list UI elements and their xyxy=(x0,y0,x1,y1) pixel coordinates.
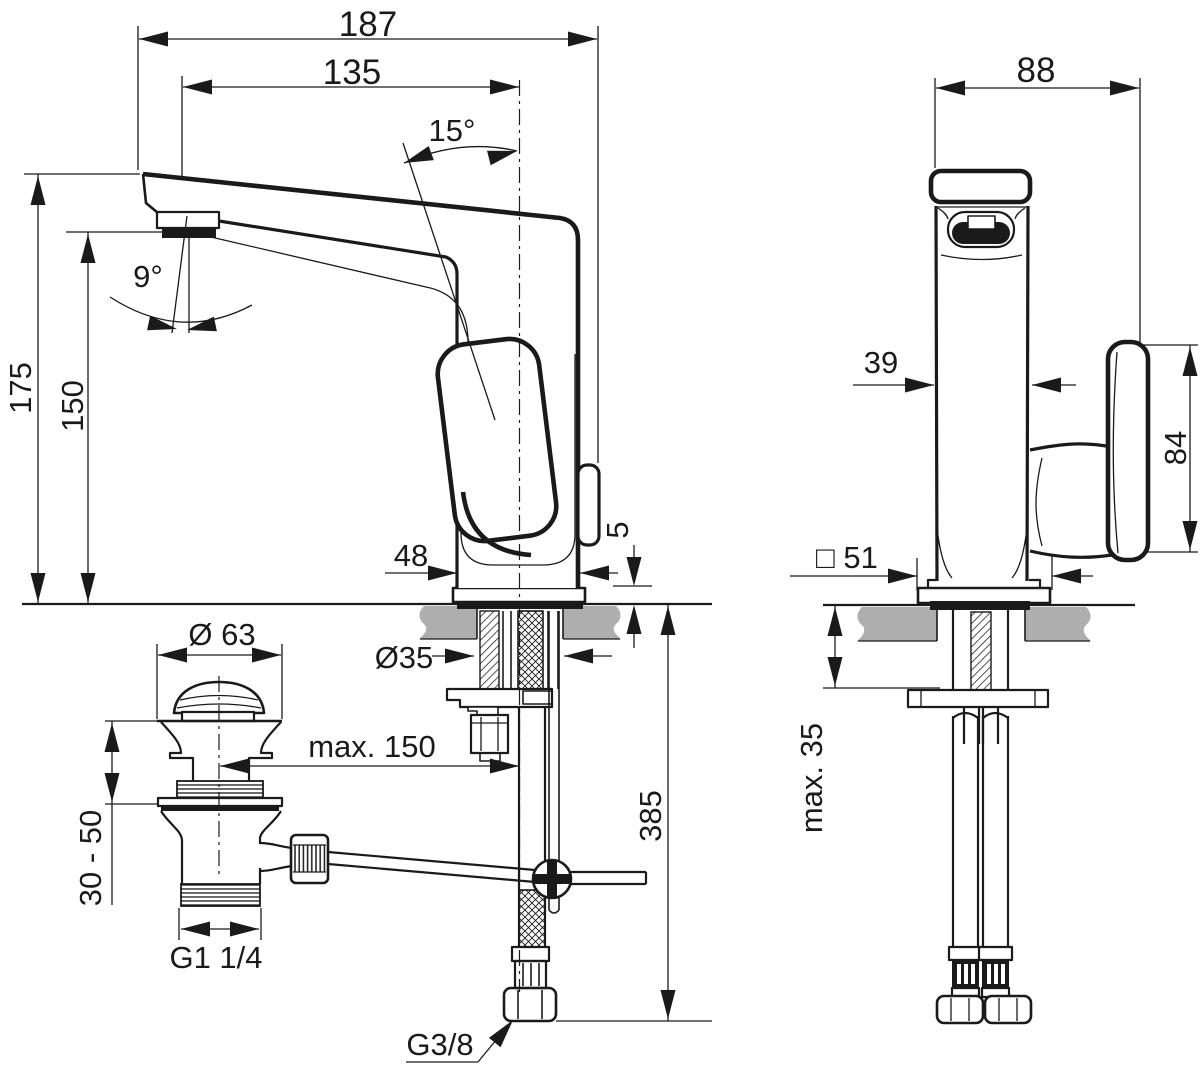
dim-63: Ø 63 xyxy=(188,617,255,652)
popup-waste-assembly xyxy=(156,676,330,907)
dim-g38: G3/8 xyxy=(406,1027,473,1062)
dim-g114: G1 1/4 xyxy=(169,940,262,975)
dimensions-left: 187 135 15° 9° 175 xyxy=(3,5,712,1063)
dim-max150: max. 150 xyxy=(308,729,436,764)
dimensions-right: 88 39 84 □ 51 m xyxy=(790,51,1198,833)
pull-rod-and-linkage xyxy=(327,611,648,914)
hose-connector-right xyxy=(977,945,1014,999)
dim-35: Ø35 xyxy=(375,640,434,675)
mounting-shank-left xyxy=(445,608,562,762)
faucet-body-right xyxy=(928,168,1151,582)
dim-9deg: 9° xyxy=(133,259,163,294)
left-view: 187 135 15° 9° 175 xyxy=(3,5,712,1063)
dim-5: 5 xyxy=(600,521,635,538)
dim-max35: max. 35 xyxy=(794,723,829,833)
dim-30-50: 30 - 50 xyxy=(73,810,108,907)
dim-385: 385 xyxy=(633,790,668,842)
hose-connector-left xyxy=(947,945,984,999)
dim-88: 88 xyxy=(1017,51,1056,90)
countertop-cut-right xyxy=(823,603,1135,642)
dim-15deg: 15° xyxy=(429,113,476,148)
dim-84: 84 xyxy=(1158,431,1193,465)
supply-hoses-right xyxy=(935,711,1033,1025)
dim-51: □ 51 xyxy=(816,540,878,575)
dim-187: 187 xyxy=(339,5,397,44)
countertop-cut-left xyxy=(22,602,712,640)
right-view: 88 39 84 □ 51 m xyxy=(790,51,1198,1025)
dim-150: 150 xyxy=(55,380,90,432)
handle-axis-line xyxy=(402,142,496,421)
dim-48: 48 xyxy=(394,538,428,573)
dim-175: 175 xyxy=(3,362,38,414)
faucet-body-left xyxy=(141,171,601,588)
dim-135: 135 xyxy=(323,53,381,92)
dim-39: 39 xyxy=(864,345,898,380)
mounting-shank-right xyxy=(906,608,1050,744)
